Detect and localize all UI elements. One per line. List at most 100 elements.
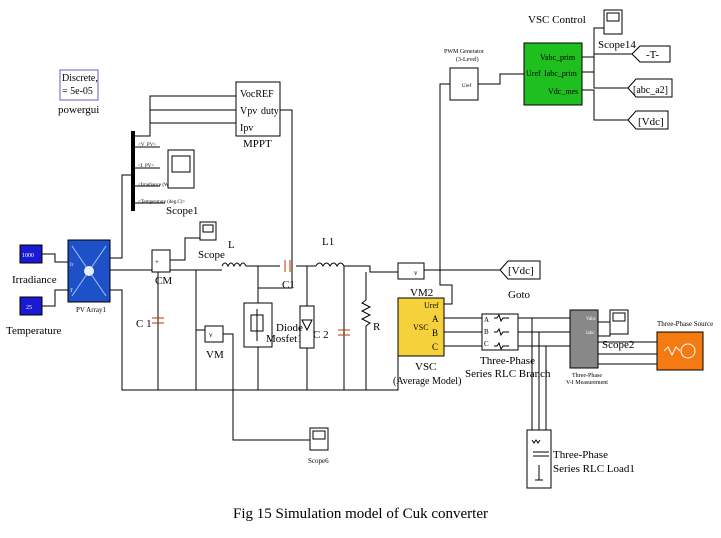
vsc-port-a: A [432,314,439,324]
mppt-block[interactable]: VocREF Vpv duty Ipv [235,81,281,137]
vsc-average-model-block[interactable]: Uref VSC A B C [397,297,445,357]
goto-label: Goto [508,289,531,301]
mosfet-block[interactable] [243,302,273,348]
inductor-l[interactable] [221,262,247,268]
scope2-label: Scope2 [602,339,634,351]
rlc-load-block[interactable] [526,429,552,489]
vsc-control-port-vabc: Vabc_prim [540,53,576,62]
three-phase-source-block[interactable] [656,331,704,371]
current-measurement-block[interactable]: + [151,249,171,273]
voltage-measurement-vm[interactable]: v [204,325,224,343]
bus-signal-ipv: <I_PV> [138,164,154,169]
bus-signal-vpv: <V_PV> [138,143,156,148]
temperature-constant[interactable]: 25 [19,296,43,316]
vi-measurement-sublabel: V-I Measurement [566,380,608,386]
pv-port-t: T [70,289,73,294]
source-label: Three-Phase Source [657,320,713,328]
bus-signal-temperature: <Temperature (deg.C)> [138,200,185,205]
bus-selector[interactable] [131,131,135,211]
figure-caption: Fig 15 Simulation model of Cuk converter [233,506,488,522]
rlc-port-a: A [484,316,489,324]
capacitor-c2[interactable] [338,329,350,336]
goto-vdc-tag[interactable]: [Vdc] [499,260,541,280]
mppt-port-vocref: VocREF [240,89,274,100]
rlc-port-c: C [484,340,489,348]
powergui-step-text: = 5e-05 [62,86,93,97]
from-t-tag[interactable]: -T- [631,45,671,63]
powergui-mode-text: Discrete, [62,73,98,84]
irradiance-constant[interactable]: 1000 [19,244,43,264]
vsc-control-block[interactable]: Vabc_prim Uref Iabc_prim Vdc_mes [523,42,583,106]
irradiance-value: 1000 [22,253,34,259]
scope2-block[interactable] [609,309,629,335]
capacitor-c1-shunt-label: C 1 [136,318,152,330]
pv-array-label: PV Array1 [76,306,107,314]
pwm-label: PWM Generator [444,49,484,55]
pwm-port-uref: Uref [462,84,471,89]
capacitor-c1-label: C1 [282,279,295,291]
vsc-control-port-uref: Uref [526,69,541,78]
pwm-generator-block[interactable]: Uref [449,67,479,101]
capacitor-c2-label: C 2 [313,329,329,341]
vi-port-vabc: Vabc [586,317,597,322]
scope-label: Scope [198,249,225,261]
inductor-l1-label: L1 [322,236,334,248]
scope1-label: Scope1 [166,205,198,217]
bus-signal-irradiance: <Irradiance (W/m2)> [138,183,181,188]
temperature-value: 25 [26,305,32,311]
from-abc-text: [abc_a2] [633,85,668,96]
cm-label: CM [155,275,172,287]
diode-label: Diode [276,322,303,334]
vsc-control-port-vdc: Vdc_mes [548,87,578,96]
mppt-port-duty: duty [261,106,279,117]
goto-vdc-text: [Vdc] [508,265,534,277]
mosfet-label: Mosfet1 [266,333,303,345]
scope14-block[interactable] [603,9,623,35]
vsc-label: VSC [415,361,436,373]
scope14-label: Scope14 [598,39,636,51]
vm2-label: VM2 [410,287,433,299]
mppt-label: MPPT [243,138,272,150]
vm2-port: v [414,269,418,277]
rlc-branch-sublabel: Series RLC Branch [465,368,551,380]
vsc-sublabel: (Average Model) [393,376,461,387]
voltage-measurement-vm2[interactable]: v [397,262,425,280]
scope1-block[interactable] [167,149,195,189]
vi-port-iabc: Iabc [586,331,595,336]
vi-measurement-label: Three-Phase [572,373,602,379]
pv-array-block[interactable]: Ir T [67,239,111,303]
cm-port: + [155,258,159,266]
inductor-l1[interactable] [315,262,345,267]
scope-block[interactable] [199,221,217,241]
pv-port-ir: Ir [70,263,74,268]
rlc-load-label: Three-Phase [553,449,608,461]
from-abc-tag[interactable]: [abc_a2] [627,78,673,98]
temperature-label: Temperature [6,325,62,337]
capacitor-c1[interactable] [284,260,291,272]
scope6-block[interactable] [309,427,329,451]
rlc-port-b: B [484,328,489,336]
mppt-port-vpv: Vpv [240,106,257,117]
vi-measurement-block[interactable]: Vabc Iabc [569,309,599,369]
scope6-label: Scope6 [308,457,329,465]
resistor-r[interactable] [360,299,372,327]
mppt-port-ipv: Ipv [240,123,253,134]
from-t-text: -T- [646,49,659,61]
vsc-control-port-iabc: Iabc_prim [544,69,578,78]
resistor-r-label: R [373,321,381,333]
powergui-label: powergui [58,104,99,116]
vsc-port-uref: Uref [424,301,439,310]
inductor-l-label: L [228,239,235,251]
from-vdc-tag[interactable]: [Vdc] [627,110,669,130]
from-vdc-text: [Vdc] [638,116,664,128]
pwm-sublabel: (3-Level) [456,56,479,63]
rlc-branch-block[interactable]: A B C [481,313,519,351]
capacitor-c1-shunt[interactable] [152,317,164,324]
vsc-control-title: VSC Control [528,14,586,26]
vm-label: VM [206,349,224,361]
irradiance-label: Irradiance [12,274,57,286]
powergui-block[interactable]: Discrete, = 5e-05 [59,69,99,101]
rlc-load-sublabel: Series RLC Load1 [553,463,635,475]
vm-port: v [209,331,213,339]
